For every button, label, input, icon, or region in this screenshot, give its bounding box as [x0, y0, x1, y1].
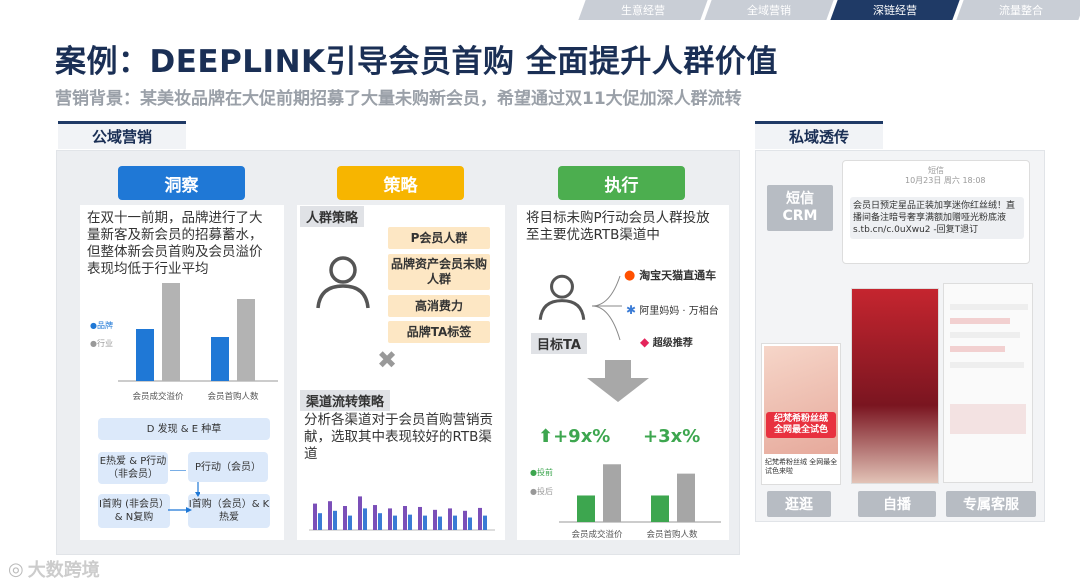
mini-bar-1-1	[333, 510, 337, 530]
logo: ◎ 大数跨境	[8, 558, 100, 582]
phone-screenshot-3	[943, 283, 1033, 483]
mini-bar-0-0	[313, 503, 317, 530]
mini-bar-9-0	[448, 508, 452, 530]
sms-body: 会员日预定星品正装加享迷你红丝绒！直播间备注暗号奢享满额加赠哑光粉底液 s.tb…	[850, 197, 1024, 239]
mini-bar-4-0	[373, 505, 377, 530]
execute-chart: 会员成交溢价 会员首购人数	[559, 464, 721, 540]
cross-icon: ✖	[377, 346, 398, 374]
mini-bar-0-1	[318, 513, 322, 530]
pill-p-member: P会员人群	[388, 227, 490, 249]
lift2: +3x%	[643, 426, 701, 447]
nav-tab-4[interactable]: 流量整合	[956, 0, 1080, 20]
strategy-header: 策略	[337, 166, 464, 200]
super-icon: ◆	[640, 335, 650, 349]
top-nav: 生意经营 全域营销 深链经营 流量整合	[578, 0, 1080, 20]
mini-bar-1-0	[328, 501, 332, 530]
legend-industry: ●行业	[90, 339, 113, 348]
mini-bar-7-0	[418, 506, 422, 530]
legend-brand: ●品牌	[90, 321, 113, 330]
exec-cat-0: 会员成交溢价	[571, 529, 623, 540]
insight-header: 洞察	[118, 166, 245, 200]
channel-label: 渠道流转策略	[300, 390, 391, 411]
bar-exec-bars-1-1	[677, 473, 695, 522]
mini-bar-5-0	[388, 508, 392, 530]
public-section-tab: 公域营销	[58, 121, 186, 149]
pill-brand-asset: 品牌资产会员未购人群	[388, 254, 490, 290]
mini-bar-11-0	[478, 507, 482, 530]
taobao-icon: ●	[624, 268, 636, 283]
crowd-label: 人群策略	[300, 206, 365, 227]
mini-bar-10-0	[463, 510, 467, 530]
nav-tab-3[interactable]: 深链经营	[830, 0, 960, 20]
alimama-icon: ✱	[626, 303, 637, 317]
mini-bar-3-1	[363, 508, 367, 530]
exec-cat-1: 会员首购人数	[646, 529, 698, 540]
flow-right1: P行动（会员）	[188, 452, 268, 482]
flow-arrows	[168, 470, 200, 513]
mini-bar-5-1	[393, 515, 397, 530]
person-icon	[316, 256, 370, 309]
insight-cat-1: 会员首购人数	[207, 391, 259, 402]
mini-bar-11-1	[483, 515, 487, 530]
flow-top: D 发现 & E 种草	[98, 418, 270, 440]
sms-date: 10月23日 周六 18:08	[905, 176, 986, 185]
bar-exec-bars-1-0	[651, 495, 669, 522]
button-guangguang[interactable]: 逛逛	[767, 491, 831, 517]
logo-icon: ◎	[8, 558, 24, 580]
mini-bar-3-0	[358, 496, 362, 530]
bar-exec-bars-0-0	[577, 495, 595, 522]
execute-header: 执行	[558, 166, 685, 200]
private-section-tab: 私域透传	[755, 121, 883, 149]
channel-alimama: ✱ 阿里妈妈 · 万相台	[626, 303, 719, 317]
bar-exec-bars-0-1	[603, 464, 621, 522]
execute-text: 将目标未购P行动会员人群投放至主要优选RTB渠道中	[526, 210, 710, 243]
page-subtitle: 营销背景：某美妆品牌在大促前期招募了大量未购新会员，希望通过双11大促加深人群流…	[55, 89, 742, 109]
phone-screenshot-2	[851, 288, 939, 484]
insight-text: 在双十一前期，品牌进行了大量新客及新会员的招募蓄水，但整体新会员首购及会员溢价表…	[87, 210, 263, 277]
mini-bar-2-1	[348, 515, 352, 530]
flow-left2: I首购 (非会员）& N复购	[98, 494, 170, 528]
mini-bar-4-1	[378, 513, 382, 530]
button-kefu[interactable]: 专属客服	[946, 491, 1036, 517]
page-title: 案例：DEEPLINK引导会员首购 全面提升人群价值	[55, 44, 778, 80]
pill-high-spend: 高消费力	[388, 295, 490, 317]
target-person-icon	[538, 274, 586, 320]
mini-bar-9-1	[453, 515, 457, 530]
bar-insight-bars-0-0	[136, 329, 154, 381]
mini-bar-8-0	[433, 509, 437, 530]
sms-header: 短信	[928, 166, 944, 175]
mini-bar-7-1	[423, 515, 427, 530]
phone1-banner: 纪梵希粉丝绒 全网最全试色	[766, 412, 836, 438]
crm-label: 短信CRM	[767, 185, 833, 231]
mini-bar-10-1	[468, 517, 472, 530]
nav-tab-1[interactable]: 生意经营	[578, 0, 708, 20]
flow-left1: E热爱 & P行动（非会员）	[98, 452, 168, 484]
legend-after: ●投后	[530, 487, 553, 496]
phone1-caption: 纪梵希粉丝绒 全网最全试色来啦	[765, 458, 838, 475]
bar-insight-bars-0-1	[162, 283, 180, 381]
pill-brand-ta: 品牌TA标签	[388, 321, 490, 343]
up-arrow-icon-1: ⬆	[538, 426, 554, 447]
flow-right2: I首购（会员）& K热爱	[188, 494, 270, 528]
legend-before: ●投前	[530, 468, 553, 477]
channel-branch-lines	[591, 275, 622, 341]
mini-bar-8-1	[438, 516, 442, 530]
channel-taobao: ● 淘宝天猫直通车	[624, 268, 717, 283]
channel-super: ◆ 超级推荐	[640, 335, 693, 349]
insight-chart: 会员成交溢价 会员首购人数	[118, 283, 278, 402]
channel-text: 分析各渠道对于会员首购营销贡献，选取其中表现较好的RTB渠道	[304, 412, 493, 462]
mini-bar-6-1	[408, 514, 412, 530]
mini-bar-6-0	[403, 506, 407, 530]
bar-insight-bars-1-1	[237, 299, 255, 381]
insight-cat-0: 会员成交溢价	[132, 391, 184, 402]
down-arrow-icon	[587, 360, 649, 402]
nav-tab-2[interactable]: 全域营销	[704, 0, 834, 20]
target-ta-label: 目标TA	[531, 333, 587, 354]
channel-mini-chart	[309, 496, 495, 531]
lift1: ⬆+9x%	[538, 426, 611, 447]
phone-screenshot-1: 纪梵希粉丝绒 全网最全试色 纪梵希粉丝绒 全网最全试色来啦	[761, 343, 841, 485]
button-zibo[interactable]: 自播	[858, 491, 936, 517]
mini-bar-2-0	[343, 506, 347, 530]
bar-insight-bars-1-0	[211, 337, 229, 381]
